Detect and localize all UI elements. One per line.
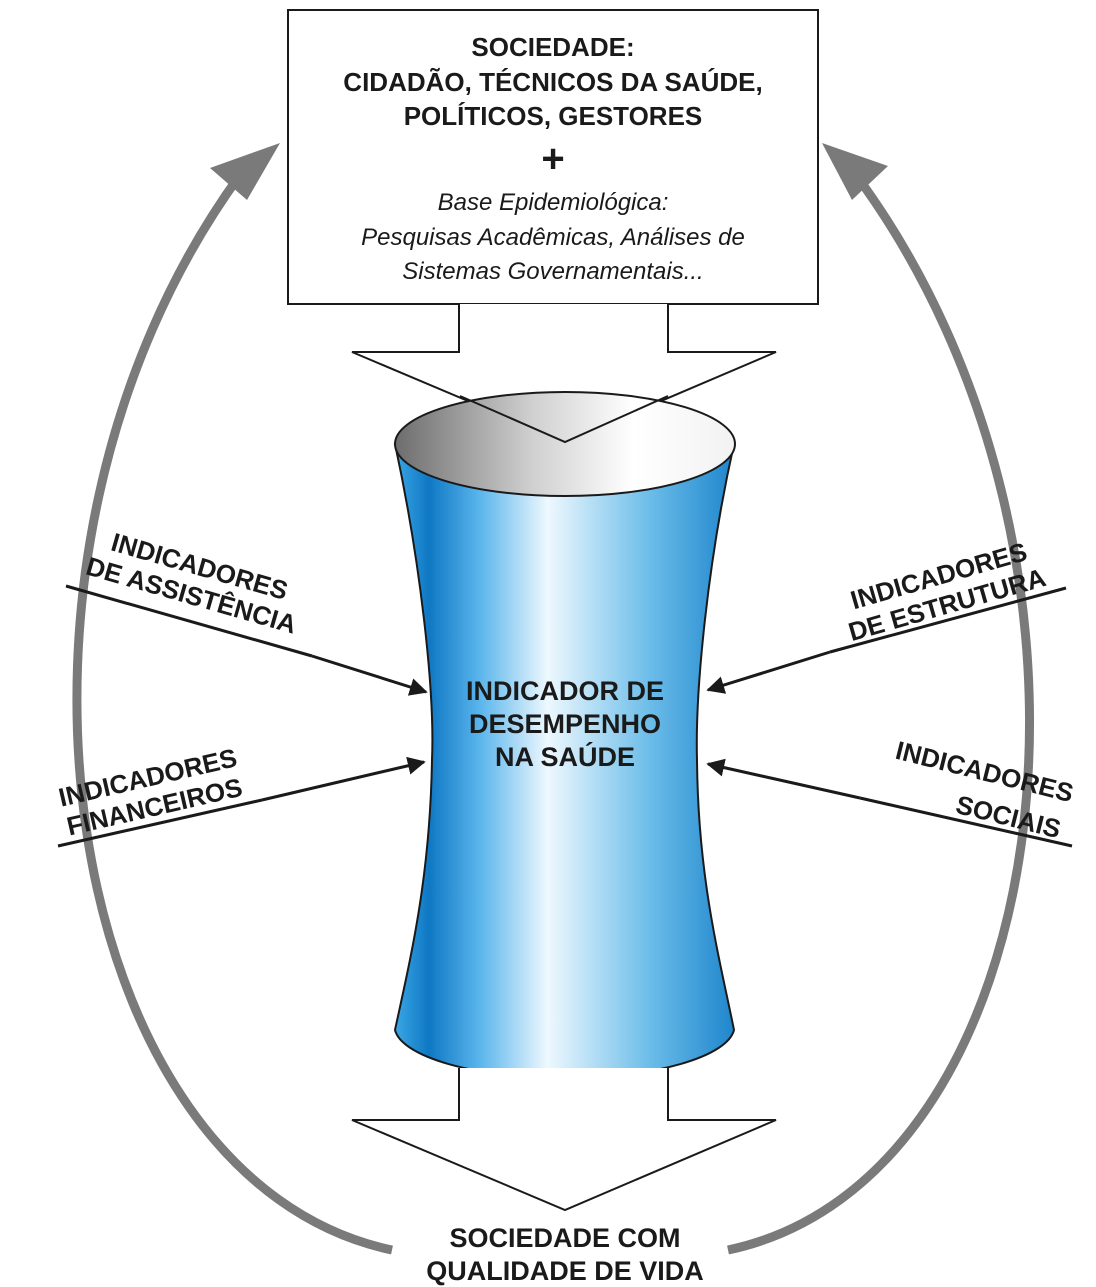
- feedback-loop: [72, 143, 1035, 1255]
- epidemiology-line-3: Sistemas Governamentais...: [402, 258, 703, 285]
- performance-cylinder: INDICADOR DE DESEMPENHO NA SAÚDE: [393, 391, 736, 1079]
- center-line-1: INDICADOR DE: [466, 676, 664, 706]
- input-estrutura: INDICADORES DE ESTRUTURA: [706, 536, 1067, 694]
- epidemiology-line-1: Base Epidemiológica:: [438, 189, 669, 216]
- financeiros-underline: [57, 798, 263, 848]
- output-line-1: SOCIEDADE COM: [449, 1223, 680, 1253]
- sociais-arrow: [706, 758, 861, 800]
- society-box: SOCIEDADE: CIDADÃO, TÉCNICOS DA SAÚDE, P…: [287, 9, 819, 305]
- input-sociais: INDICADORES SOCIAIS: [706, 735, 1077, 848]
- output-society: SOCIEDADE COM QUALIDADE DE VIDA: [426, 1223, 704, 1286]
- society-title-line-3: POLÍTICOS, GESTORES: [404, 101, 703, 131]
- assistencia-underline: [65, 584, 313, 658]
- center-line-2: DESEMPENHO: [469, 709, 661, 739]
- assistencia-arrow: [311, 654, 428, 696]
- society-title-line-2: CIDADÃO, TÉCNICOS DA SAÚDE,: [343, 67, 762, 97]
- input-financeiros: INDICADORES FINANCEIROS: [56, 742, 426, 848]
- loop-arrowhead-left: [210, 143, 280, 200]
- estrutura-underline: [829, 586, 1067, 654]
- estrutura-arrow: [706, 650, 831, 694]
- loop-arrow-right: [727, 172, 1035, 1255]
- sociais-underline: [859, 796, 1073, 848]
- loop-arrowhead-right: [822, 143, 888, 200]
- loop-arrow-left: [72, 172, 393, 1255]
- input-assistencia: INDICADORES DE ASSISTÊNCIA: [65, 527, 428, 696]
- society-box-frame: [287, 9, 819, 305]
- epidemiology-line-2: Pesquisas Acadêmicas, Análises de: [361, 224, 745, 251]
- financeiros-arrow: [261, 756, 426, 802]
- center-line-3: NA SAÚDE: [495, 741, 635, 772]
- output-arrow-down: [351, 1068, 777, 1212]
- society-title-line-1: SOCIEDADE:: [471, 32, 634, 62]
- cylinder-top: [394, 391, 736, 497]
- arrow-tip-overlay: [459, 395, 669, 444]
- output-line-2: QUALIDADE DE VIDA: [426, 1256, 704, 1286]
- plus-sign: +: [541, 137, 564, 181]
